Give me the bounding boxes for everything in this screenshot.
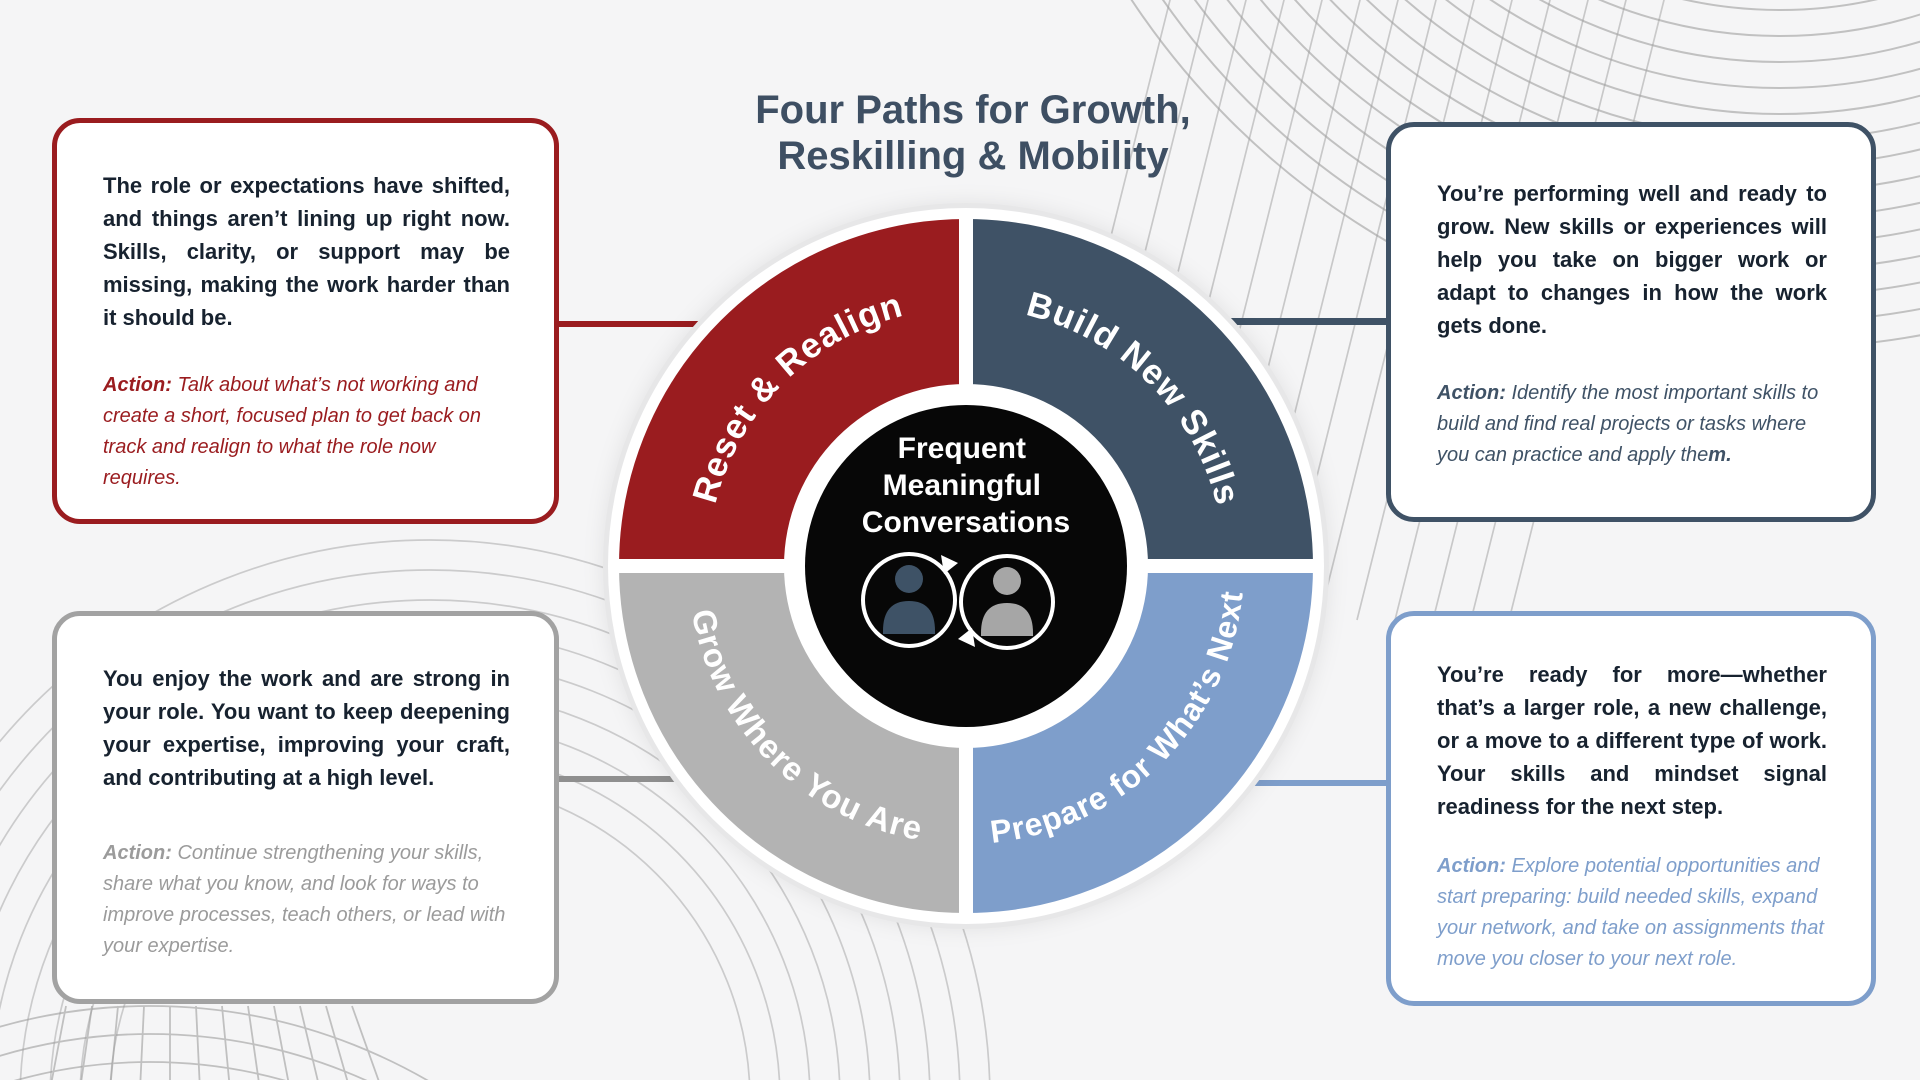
donut-svg: Reset & Realign Build New Skills Grow Wh… [603, 203, 1329, 929]
four-paths-donut: Reset & Realign Build New Skills Grow Wh… [576, 176, 1356, 956]
prepare-card-action: Action: Explore potential opportunities … [1437, 851, 1827, 975]
person-right-icon [981, 567, 1033, 636]
reset-card-body: The role or expectations have shifted, a… [103, 173, 510, 330]
center-text-line3: Conversations [862, 506, 1070, 539]
build-action-text-bold: m. [1708, 444, 1732, 466]
grow-action-text: Continue strengthening your skills, shar… [103, 842, 506, 957]
person-left-icon [883, 565, 935, 634]
people-cycle-icon [861, 552, 1055, 650]
build-card-body: You’re performing well and ready to grow… [1437, 181, 1827, 338]
quadrant-grow-segment [618, 566, 966, 914]
page-title-line2: Reskilling & Mobility [777, 133, 1169, 178]
grow-card-action: Action: Continue strengthening your skil… [103, 838, 510, 962]
center-circle [805, 405, 1127, 727]
build-card-action: Action: Identify the most important skil… [1437, 378, 1827, 471]
prepare-action-text: Explore potential opportunities and star… [1437, 855, 1824, 970]
prepare-info-card: You’re ready for more—whether that’s a l… [1386, 611, 1876, 1006]
quadrant-build-segment [966, 218, 1314, 566]
connector-grow-line [556, 776, 694, 782]
center-text-line2: Meaningful [883, 469, 1041, 502]
prepare-card-body: You’re ready for more—whether that’s a l… [1437, 662, 1827, 819]
center-text-line1: Frequent [898, 432, 1026, 465]
reset-action-text: Talk about what’s not working and create… [103, 374, 482, 489]
page-title-line1: Four Paths for Growth, [755, 88, 1191, 132]
grow-action-label: Action: [103, 842, 172, 864]
grow-card-body: You enjoy the work and are strong in you… [103, 666, 510, 790]
build-action-text: Identify the most important skills to bu… [1437, 382, 1819, 466]
reset-action-label: Action: [103, 374, 172, 396]
reset-info-card: The role or expectations have shifted, a… [52, 118, 559, 524]
build-info-card: You’re performing well and ready to grow… [1386, 122, 1876, 522]
prepare-action-label: Action: [1437, 855, 1506, 877]
donut-white-rim [609, 209, 1323, 923]
connector-reset-line [556, 321, 724, 327]
fan-lines-bottom-left [0, 1005, 429, 1080]
quadrant-prepare-segment [966, 566, 1314, 914]
build-action-label: Action: [1437, 382, 1506, 404]
cycle-arrow-bottom [958, 628, 975, 647]
donut-outer-shadow-ring [603, 203, 1329, 929]
reset-card-action: Action: Talk about what’s not working an… [103, 370, 510, 494]
grow-info-card: You enjoy the work and are strong in you… [52, 611, 559, 1004]
center-text: Frequent Meaningful Conversations [862, 432, 1070, 539]
quadrant-reset-segment [618, 218, 966, 566]
connector-prepare-line [1238, 780, 1390, 786]
page-title: Four Paths for Growth, Reskilling & Mobi… [700, 88, 1246, 179]
cycle-arrow-top [941, 555, 958, 574]
connector-build-line [1212, 318, 1390, 325]
